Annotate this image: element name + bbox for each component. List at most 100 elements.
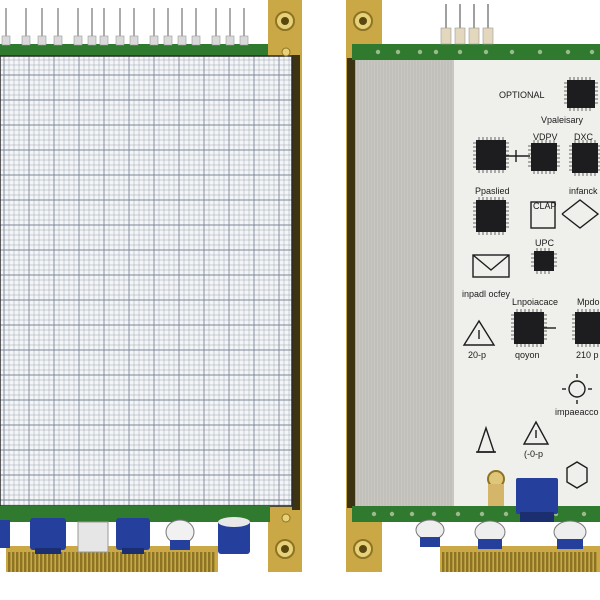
edge-finger — [538, 552, 541, 572]
edge-finger — [204, 552, 207, 572]
header-pin-base — [149, 35, 159, 46]
edge-finger — [176, 552, 179, 572]
header-pin-base — [73, 35, 83, 46]
left-white-connector — [77, 521, 109, 553]
edge-finger — [550, 552, 553, 572]
pcb-pad — [581, 511, 587, 517]
pcb-pad — [589, 49, 595, 55]
edge-finger — [84, 552, 87, 572]
right-board-chips — [476, 80, 600, 344]
label-optional: OPTIONAL — [499, 90, 545, 100]
right-board-labels: OPTIONAL Vpaleisary VDPV DXC Ppaslied in… — [462, 90, 600, 459]
edge-finger — [164, 552, 167, 572]
pcb-pad — [375, 49, 381, 55]
header-pin-base — [129, 35, 139, 46]
label-impaeacco: impaeacco — [555, 407, 599, 417]
header-pin-base — [468, 27, 480, 45]
edge-finger — [124, 552, 127, 572]
left-board-mount-hole-bottom-center — [281, 545, 289, 553]
edge-finger — [450, 552, 453, 572]
left-board — [0, 0, 302, 572]
edge-finger — [156, 552, 159, 572]
envelope-icon — [472, 254, 510, 278]
right-board-bottom-strip — [352, 506, 600, 522]
pcb-pad — [457, 49, 463, 55]
pcb-pad — [537, 49, 543, 55]
edge-finger — [72, 552, 75, 572]
edge-finger — [510, 552, 513, 572]
chip-icon — [476, 200, 506, 232]
edge-finger — [120, 552, 123, 572]
edge-finger — [152, 552, 155, 572]
hexagon-icon — [566, 461, 588, 489]
pcb-pad — [371, 511, 377, 517]
edge-finger — [116, 552, 119, 572]
envelope-icon — [472, 254, 510, 271]
right-board: OPTIONAL Vpaleisary VDPV DXC Ppaslied in… — [346, 0, 600, 572]
edge-finger — [64, 552, 67, 572]
edge-finger — [570, 552, 573, 572]
edge-finger — [112, 552, 115, 572]
edge-finger — [12, 552, 15, 572]
edge-finger — [80, 552, 83, 572]
pcb-pad — [455, 511, 461, 517]
header-pin-base — [191, 35, 201, 46]
edge-finger — [478, 552, 481, 572]
edge-finger — [24, 552, 27, 572]
header-pin-base — [1, 35, 11, 46]
edge-finger — [128, 552, 131, 572]
sun-icon — [568, 380, 586, 398]
left-board-mount-hole-mid2 — [281, 513, 291, 523]
pcb-pad — [409, 511, 415, 517]
edge-finger — [88, 552, 91, 572]
label-lnpoiacace: Lnpoiacace — [512, 297, 558, 307]
edge-finger — [40, 552, 43, 572]
edge-finger — [148, 552, 151, 572]
pcb-pad — [565, 49, 571, 55]
edge-finger — [192, 552, 195, 572]
edge-finger — [168, 552, 171, 572]
edge-finger — [180, 552, 183, 572]
edge-finger — [76, 552, 79, 572]
right-board-label-panel — [454, 60, 600, 506]
pcb-pad — [395, 49, 401, 55]
edge-finger — [546, 552, 549, 572]
edge-finger — [68, 552, 71, 572]
edge-finger — [196, 552, 199, 572]
header-pin-base — [454, 27, 466, 45]
edge-finger — [104, 552, 107, 572]
edge-finger — [454, 552, 457, 572]
edge-finger — [442, 552, 445, 572]
edge-finger — [458, 552, 461, 572]
right-potentiometer-1-base — [420, 537, 440, 547]
edge-finger — [32, 552, 35, 572]
edge-finger — [188, 552, 191, 572]
header-pin-base — [239, 35, 249, 46]
right-board-gray-texture — [357, 60, 452, 506]
left-blue-connector-3-cap — [122, 548, 144, 554]
right-gold-jack-base — [488, 484, 504, 506]
left-blue-connector-2 — [30, 518, 66, 550]
header-pin-base — [99, 35, 109, 46]
chip-icon — [572, 143, 598, 173]
left-board-mount-hole-mid — [281, 47, 291, 57]
right-potentiometer-2-base — [478, 539, 502, 549]
edge-finger — [96, 552, 99, 572]
chip-icon — [514, 312, 544, 344]
label-ppaslied: Ppaslied — [475, 186, 510, 196]
label-dxc: DXC — [574, 132, 594, 142]
edge-finger — [482, 552, 485, 572]
edge-finger — [518, 552, 521, 572]
right-board-connectors — [415, 470, 587, 549]
left-blue-connector-4-top — [218, 517, 250, 527]
edge-finger — [530, 552, 533, 572]
right-board-mount-hole-top-center — [359, 17, 367, 25]
right-board-top-dots — [375, 49, 595, 55]
edge-finger — [574, 552, 577, 572]
label-20p: 20-p — [468, 350, 486, 360]
edge-finger — [184, 552, 187, 572]
edge-finger — [502, 552, 505, 572]
pcb-pad — [417, 49, 423, 55]
left-blue-connector-3 — [116, 518, 150, 550]
